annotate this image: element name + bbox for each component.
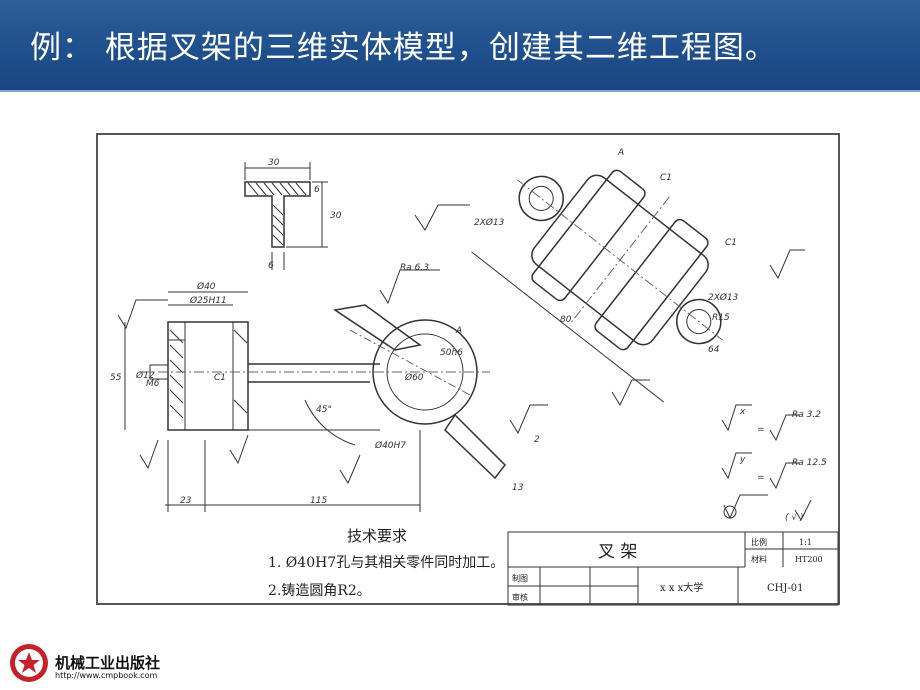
dim-64: 64 (708, 345, 720, 355)
dim-phi40: Ø40 (196, 281, 216, 292)
auxiliary-view-a (471, 169, 723, 403)
slide-header: 例： 根据叉架的三维实体模型，创建其二维工程图。 (0, 0, 920, 92)
dim-phi12: Ø12 (135, 370, 155, 381)
dim-m6: M6 (146, 379, 160, 389)
dim-phi25h11: Ø25H11 (189, 295, 227, 306)
publisher-logo-icon (10, 644, 48, 682)
dim-phi40h7: Ø40H7 (374, 440, 406, 451)
dim-angle-45: 45° (316, 405, 332, 415)
dim-30-side: 30 (330, 211, 342, 221)
roughness-ra125: Ra 12.5 (792, 458, 827, 468)
roughness-y-symbol: y (739, 455, 746, 465)
school-name: x x x大学 (660, 581, 703, 594)
checked-label: 审核 (512, 592, 528, 602)
dim-c1-a: C1 (660, 173, 672, 183)
dim-13: 13 (512, 483, 524, 493)
dim-phi60: Ø60 (404, 372, 424, 383)
dim-2x13-b: 2XØ13 (708, 292, 739, 303)
roughness-eq-1: = (757, 425, 765, 435)
material-value: HT200 (795, 555, 823, 564)
front-view (124, 291, 506, 512)
roughness-x-symbol: x (739, 407, 746, 417)
view-label-a-top: A (617, 148, 624, 158)
view-label-a-arrow: A (455, 326, 462, 336)
dim-6-bottom: 6 (268, 261, 274, 271)
slide-title: 例： 根据叉架的三维实体模型，创建其二维工程图。 (30, 30, 777, 66)
drawn-label: 制图 (512, 573, 528, 583)
dim-c1-b: C1 (725, 238, 737, 248)
roughness-ra63: Ra 6.3 (400, 263, 429, 273)
dim-r15: R15 (712, 313, 730, 323)
t-section-view (244, 162, 328, 270)
roughness-legend (721, 404, 812, 522)
scale-label: 比例 (751, 537, 767, 547)
drawing-number: CHJ-01 (767, 583, 803, 594)
dim-c1-left: C1 (214, 373, 226, 383)
roughness-ra32: Ra 3.2 (792, 410, 821, 420)
dim-6-top: 6 (314, 185, 320, 195)
roughness-paren: ( √ ) (785, 512, 803, 523)
dim-80: 80 (560, 315, 572, 325)
dim-2: 2 (534, 435, 540, 445)
scale-value: 1:1 (799, 538, 812, 547)
dim-2x13-a: 2XØ13 (474, 217, 505, 228)
engineering-drawing-frame (96, 133, 840, 605)
dim-115: 115 (310, 496, 327, 506)
roughness-eq-2: = (757, 473, 765, 483)
roughness-marks (117, 204, 805, 485)
part-name: 叉 架 (598, 542, 637, 562)
dim-55: 55 (110, 373, 122, 383)
tech-requirement-2: 2.铸造圆角R2。 (268, 583, 371, 599)
tech-requirement-1: 1. Ø40H7孔与其相关零件同时加工。 (268, 555, 505, 571)
title-block (507, 531, 839, 606)
dim-50h6: 50h6 (440, 348, 463, 358)
tech-requirements-title: 技术要求 (347, 527, 408, 545)
header-divider (0, 90, 920, 92)
publisher-url[interactable]: http://www.cmpbook.com (55, 671, 158, 680)
publisher-name: 机械工业出版社 (55, 654, 161, 672)
dim-30-top: 30 (268, 158, 280, 168)
material-label: 材料 (751, 554, 767, 564)
dim-23: 23 (180, 496, 192, 506)
